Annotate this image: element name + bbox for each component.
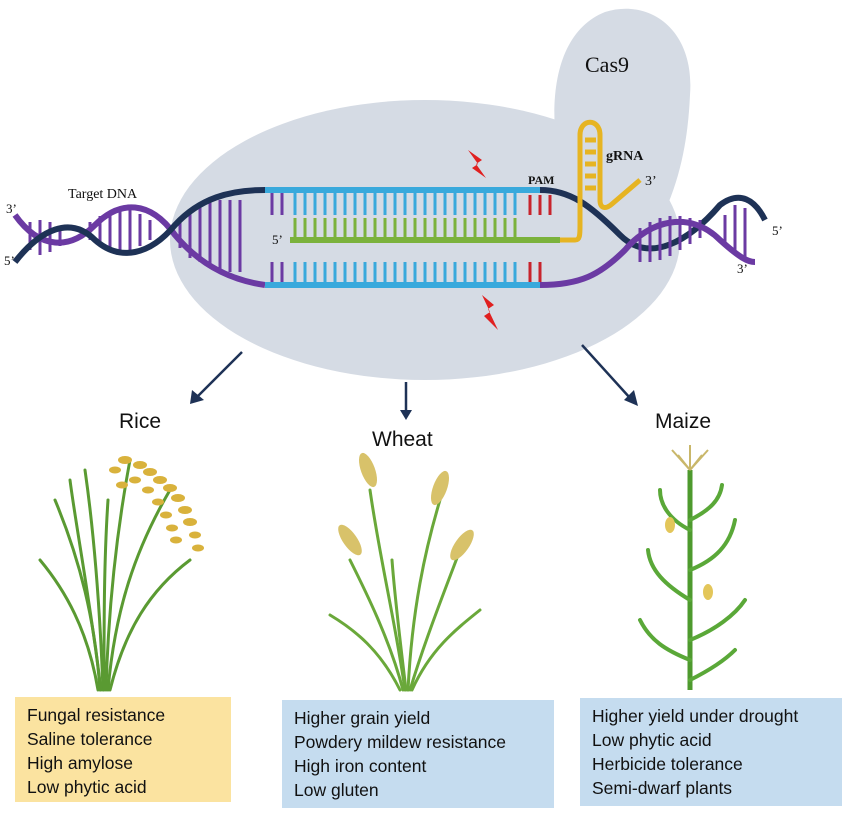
guide-rna-strand	[290, 218, 560, 243]
trait-item: Powdery mildew resistance	[294, 732, 507, 752]
dna-helix-left	[28, 200, 242, 272]
cas9-label: Cas9	[585, 52, 629, 77]
navy-strand-left	[12, 187, 266, 264]
crop-title-maize: Maize	[655, 410, 712, 433]
cut-mark-bottom-icon	[482, 295, 498, 330]
arrows	[190, 344, 638, 420]
pam-marks	[528, 195, 552, 215]
guide-start-label: 5’	[272, 232, 283, 247]
rice-plant-icon	[38, 456, 204, 692]
trait-item: High amylose	[27, 753, 134, 773]
trait-item: High iron content	[294, 756, 427, 776]
end-label-right-top: 5’	[772, 223, 783, 238]
wheat-plant-icon	[328, 452, 482, 692]
end-label-top-left: 3’	[6, 201, 17, 216]
grna-label: gRNA	[606, 149, 644, 164]
trait-item: Saline tolerance	[27, 729, 153, 749]
trait-item: Low phytic acid	[592, 730, 712, 750]
cut-mark-top-icon	[468, 150, 486, 178]
trait-item: Low gluten	[294, 780, 379, 800]
trait-item: Low phytic acid	[27, 777, 147, 797]
grna-scaffold	[560, 119, 642, 243]
grna-end-label: 3’	[645, 174, 657, 189]
trait-item: Fungal resistance	[27, 705, 166, 725]
trait-item: Semi-dwarf plants	[592, 778, 733, 798]
crop-title-wheat: Wheat	[372, 428, 433, 451]
purple-strand-right	[539, 218, 756, 288]
crop-title-rice: Rice	[119, 410, 162, 433]
purple-strand-left	[12, 204, 266, 288]
maize-plant-icon	[638, 445, 747, 690]
trait-item: Herbicide tolerance	[592, 754, 743, 774]
end-label-bottom-left: 5’	[4, 253, 15, 268]
end-label-right-bottom: 3’	[737, 261, 748, 276]
maize-traits-box: Higher yield under drought Low phytic ac…	[580, 698, 842, 806]
rice-traits-box: Fungal resistance Saline tolerance High …	[15, 697, 231, 802]
trait-item: Higher grain yield	[294, 708, 431, 728]
trait-item: Higher yield under drought	[592, 706, 799, 726]
wheat-traits-box: Higher grain yield Powdery mildew resist…	[282, 700, 554, 808]
dna-helix-right	[638, 205, 747, 262]
target-dna-label: Target DNA	[68, 187, 138, 202]
pam-label: PAM	[528, 173, 554, 187]
